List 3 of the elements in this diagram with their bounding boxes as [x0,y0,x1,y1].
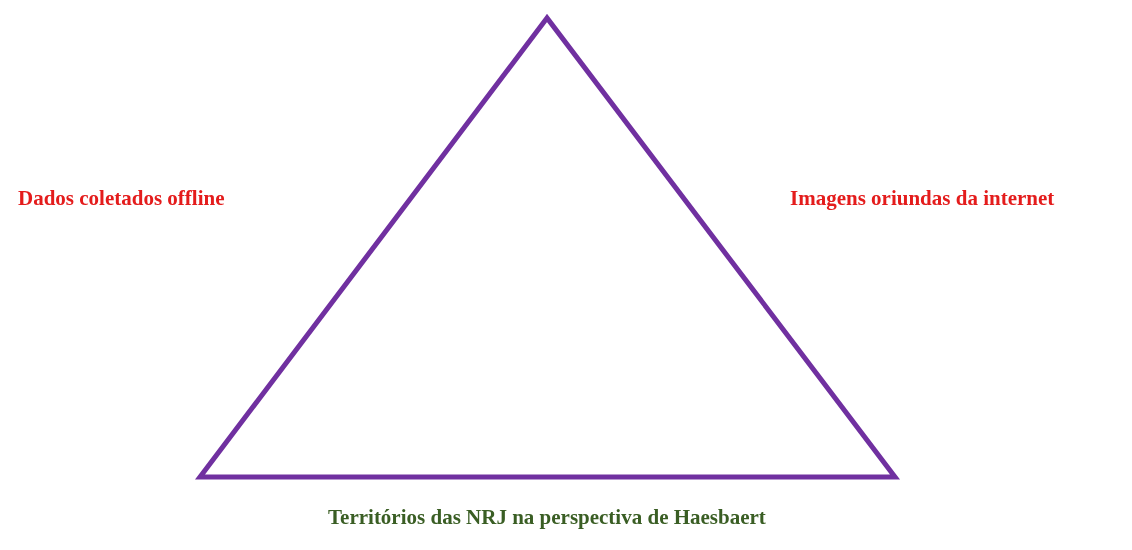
base-caption: Territórios das NRJ na perspectiva de Haesbaert [328,505,766,530]
side-label: Imagens oriundas da internet [790,186,1055,211]
side-label: Dados coletados offline [18,186,225,211]
